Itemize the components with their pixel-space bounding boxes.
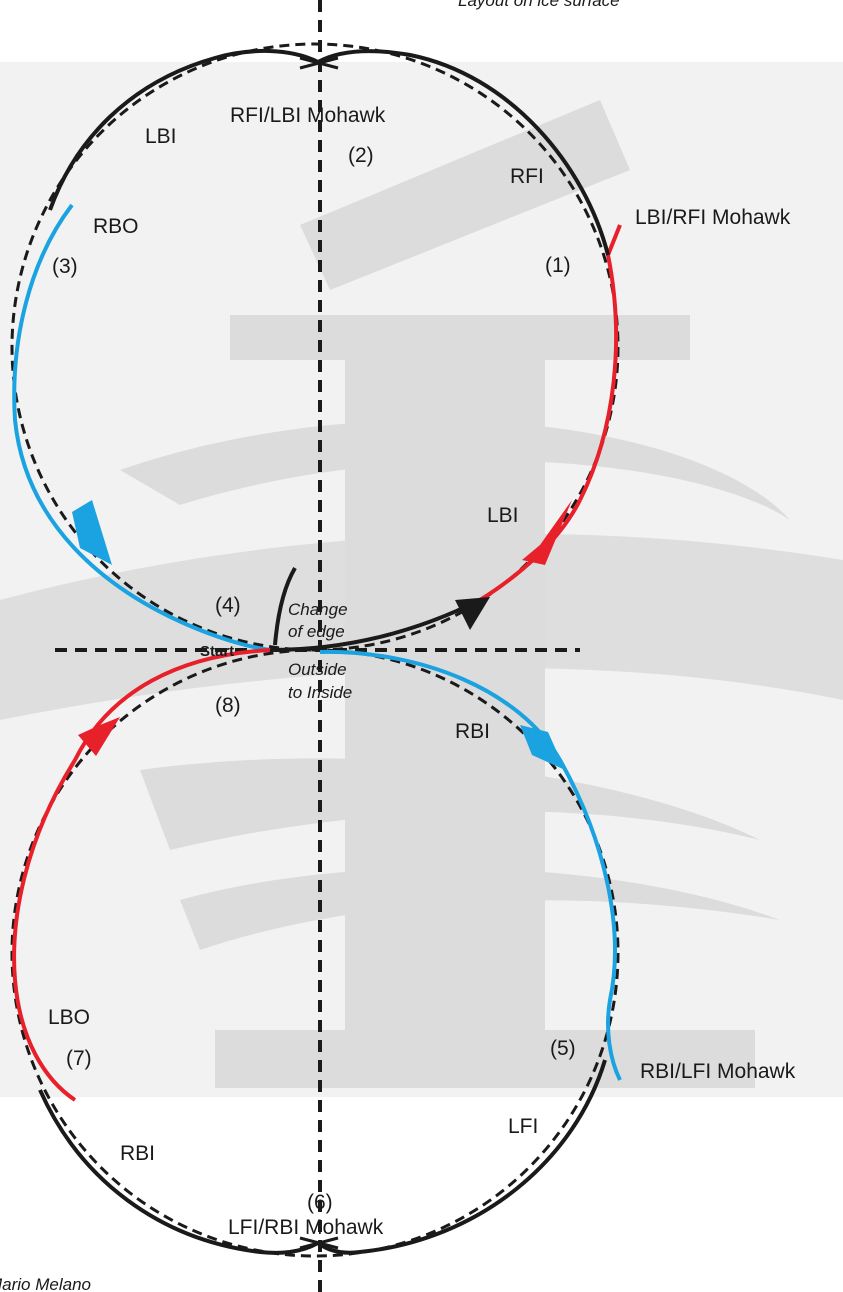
author-credit: Mario Melano: [0, 1275, 91, 1292]
label-lbo: LBO: [48, 1006, 90, 1029]
label-step2: (2): [348, 144, 374, 167]
arrow-blue-lower: [520, 725, 565, 770]
label-step5: (5): [550, 1037, 576, 1060]
mohawk-mark-bottom: [299, 1236, 339, 1250]
label-step1: (1): [545, 254, 571, 277]
mohawk-mark-top: [299, 56, 339, 70]
path-lbo-red: [12, 648, 271, 1102]
label-change-edge-1: Change: [288, 600, 348, 619]
label-rbi-lfi-mohawk: RBI/LFI Mohawk: [640, 1060, 796, 1083]
watermark-logo: [0, 100, 843, 1088]
path-rbi-bottom: [38, 1089, 319, 1255]
label-step8: (8): [215, 694, 241, 717]
path-rbi-blue: [319, 649, 622, 1081]
lower-circle-outline: [10, 648, 620, 1258]
arrow-black-upper: [455, 597, 490, 630]
label-lfi-rbi-mohawk: LFI/RBI Mohawk: [228, 1216, 384, 1239]
label-change-edge-2: of edge: [288, 622, 345, 641]
path-lfi-bottom: [316, 1059, 607, 1255]
label-start: Start: [200, 643, 234, 660]
arrow-red-lower: [78, 717, 120, 756]
label-rbi-bottom: RBI: [120, 1142, 155, 1165]
label-step7: (7): [66, 1047, 92, 1070]
label-outside-inside-1: Outside: [288, 660, 347, 679]
label-lbi-right: LBI: [487, 504, 519, 527]
label-lbi-rfi-mohawk: LBI/RFI Mohawk: [635, 206, 791, 229]
label-rbi-right: RBI: [455, 720, 490, 743]
label-step4: (4): [215, 594, 241, 617]
path-lbi-top-left: [48, 48, 319, 211]
caption: Layout on ice surface: [458, 0, 620, 10]
path-lbi-rfi-red: [578, 224, 622, 501]
label-step3: (3): [52, 255, 78, 278]
arrow-blue-upper: [72, 500, 112, 565]
path-rbo-blue: [12, 203, 271, 652]
label-rbo: RBO: [93, 215, 139, 238]
label-rfi-lbi-mohawk: RFI/LBI Mohawk: [230, 104, 386, 127]
label-lfi: LFI: [508, 1115, 538, 1138]
arrow-red-upper: [522, 500, 572, 565]
label-outside-inside-2: to Inside: [288, 683, 352, 702]
label-lbi-top: LBI: [145, 125, 177, 148]
label-rfi-top: RFI: [510, 165, 544, 188]
change-of-edge-hook: [273, 566, 297, 646]
path-rfi-top: [317, 48, 610, 256]
label-step6: (6): [307, 1191, 333, 1214]
